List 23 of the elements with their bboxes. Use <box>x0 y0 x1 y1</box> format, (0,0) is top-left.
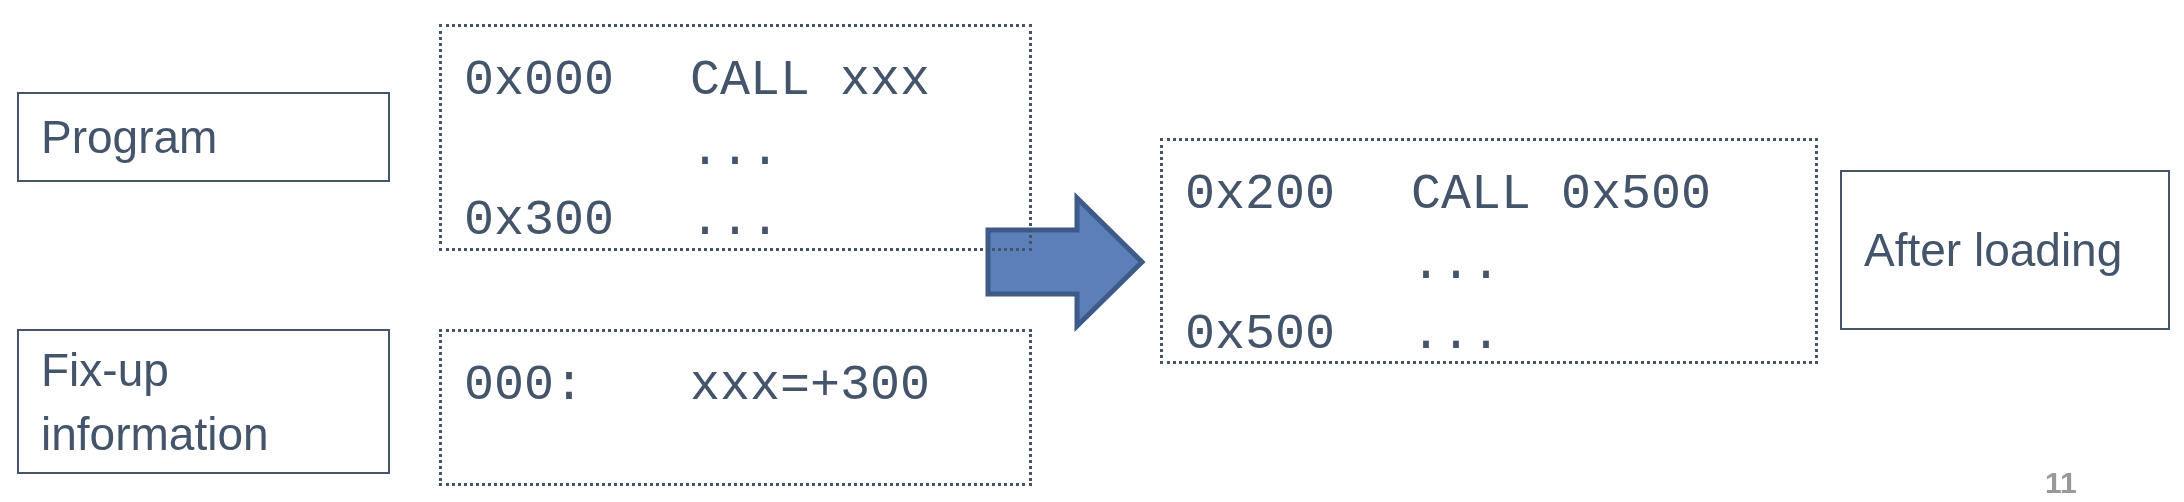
address-text: 0x300 <box>464 191 615 251</box>
code-listing-box <box>439 329 1032 486</box>
instruction-text: CALL 0x500 <box>1411 165 1712 225</box>
address-text: 000: <box>464 356 585 416</box>
instruction-text: xxx=+300 <box>690 356 931 416</box>
instruction-text: ... <box>1411 235 1501 295</box>
label-box <box>1840 170 2170 330</box>
address-text: 0x200 <box>1185 165 1336 225</box>
instruction-text: CALL xxx <box>690 51 931 111</box>
label-box <box>17 329 390 474</box>
code-listing-box <box>1160 138 1818 364</box>
instruction-text: ... <box>690 121 780 181</box>
address-text: 0x500 <box>1185 305 1336 365</box>
code-listing-box <box>439 24 1032 251</box>
instruction-text: ... <box>690 191 780 251</box>
address-text: 0x000 <box>464 51 615 111</box>
label-box <box>17 92 390 182</box>
label-text: Fix-up information <box>41 342 270 462</box>
label-text: After loading <box>1864 223 2123 278</box>
instruction-text: ... <box>1411 305 1501 365</box>
block-arrow <box>985 192 1146 332</box>
label-text: Program <box>41 110 218 165</box>
page-number: 11 <box>2045 466 2077 500</box>
